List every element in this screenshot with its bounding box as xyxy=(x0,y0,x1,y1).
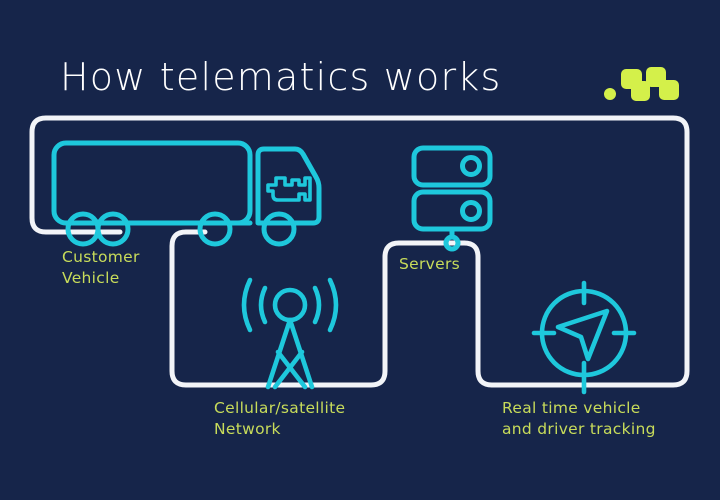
navigation-arrow-icon xyxy=(555,308,610,362)
server-status-indicator-icon xyxy=(460,155,482,177)
gps-navigation-icon xyxy=(531,280,637,395)
tower-signal-arc-icon xyxy=(327,277,339,333)
label-customer-vehicle: Customer Vehicle xyxy=(62,248,140,287)
server-stack-icon xyxy=(411,145,493,252)
tower-head-icon xyxy=(272,287,308,323)
brand-logo xyxy=(604,67,679,101)
truck-icon xyxy=(51,140,322,247)
server-status-indicator-icon xyxy=(460,200,482,222)
server-connector-node-icon xyxy=(443,234,461,252)
connector-server-loop xyxy=(449,240,495,388)
tower-brace-icon xyxy=(272,349,305,390)
label-cellular-satellite-network: Cellular/satellite Network xyxy=(214,399,346,438)
logo-blocks-icon xyxy=(621,67,679,101)
truck-cab-icon xyxy=(255,146,322,226)
page-title: How telematics works xyxy=(60,55,502,99)
truck-wheel-icon xyxy=(261,211,297,247)
truck-wheel-icon xyxy=(65,211,101,247)
engine-warning-icon xyxy=(266,176,312,202)
truck-trailer-icon xyxy=(51,140,253,226)
connector-outer-loop xyxy=(29,115,690,388)
tower-signal-arc-icon xyxy=(312,285,322,325)
label-servers: Servers xyxy=(399,255,461,273)
cell-tower-icon xyxy=(241,277,339,390)
tower-signal-arc-icon xyxy=(241,277,253,333)
logo-dot-icon xyxy=(604,88,616,100)
truck-wheel-icon xyxy=(197,211,233,247)
truck-wheel-icon xyxy=(95,211,131,247)
label-real-time-tracking: Real time vehicle and driver tracking xyxy=(502,399,656,438)
tower-signal-arc-icon xyxy=(258,285,268,325)
server-unit-top-icon xyxy=(411,145,493,188)
tower-brace-icon xyxy=(275,349,308,390)
